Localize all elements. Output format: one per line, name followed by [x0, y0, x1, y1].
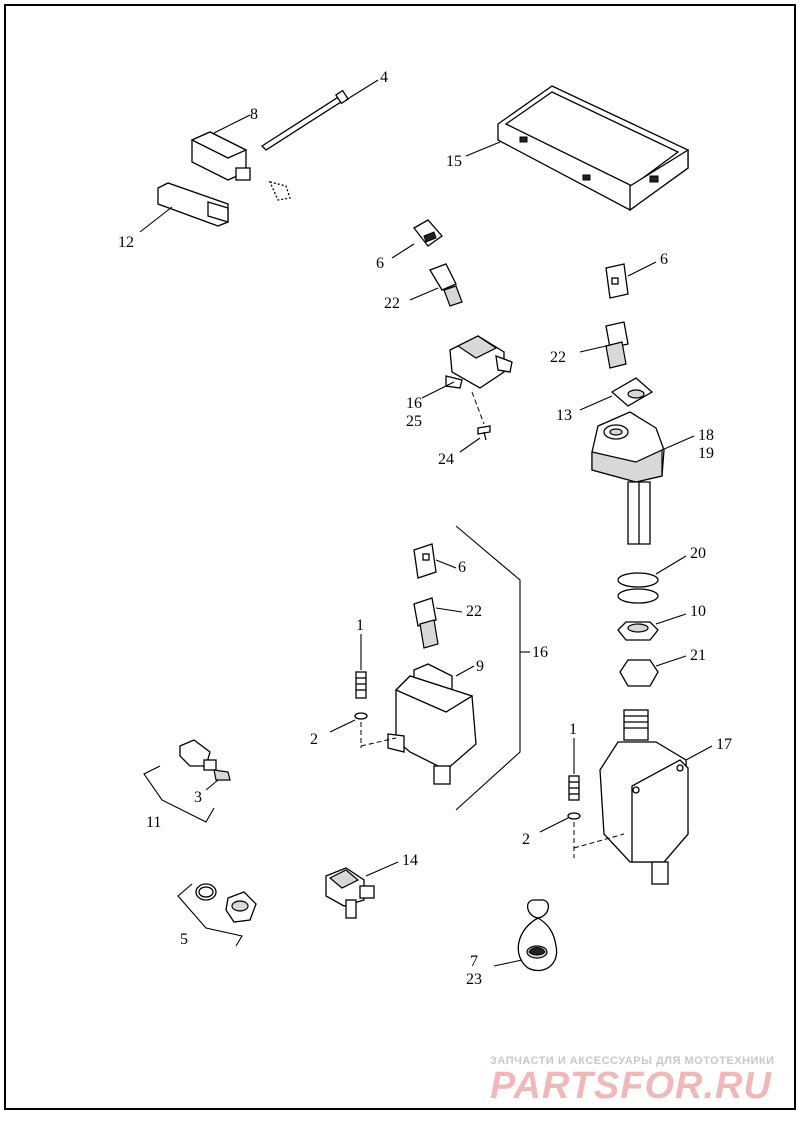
part-17-switch-body: 17	[599, 709, 732, 885]
part-6-key-tag-center: 6	[413, 543, 466, 579]
callout-25: 25	[406, 413, 422, 430]
part-1-screw-right: 1	[568, 721, 580, 801]
part-1-screw-center: 1	[355, 617, 367, 699]
part-22-key-upper: 22	[384, 263, 463, 312]
part-11-sensor: 11	[143, 739, 231, 831]
watermark: ЗАПЧАСТИ И АКСЕССУАРЫ ДЛЯ МОТОТЕХНИКИ PA…	[490, 1055, 775, 1107]
callout-6c: 6	[458, 559, 466, 576]
part-18-19-ignition-cover: 18 19	[591, 411, 714, 545]
callout-16a: 16	[406, 395, 422, 412]
callout-17: 17	[716, 736, 732, 753]
part-22-key-center: 22	[413, 597, 482, 649]
callout-1a: 1	[356, 617, 364, 634]
part-16-switch-upper: 16 25	[406, 335, 513, 430]
callout-21: 21	[690, 647, 706, 664]
watermark-subtitle: ЗАПЧАСТИ И АКСЕССУАРЫ ДЛЯ МОТОТЕХНИКИ	[490, 1055, 775, 1067]
part-5-plug-oring: 5	[177, 883, 257, 948]
part-3-terminal: 3	[194, 779, 219, 806]
diagram-border	[4, 4, 796, 1110]
callout-13: 13	[556, 407, 572, 424]
callout-7: 7	[470, 953, 478, 970]
callout-22b: 22	[550, 349, 566, 366]
part-12-connector-housing: 12	[118, 182, 229, 251]
callout-22c: 22	[466, 603, 482, 620]
callout-10: 10	[690, 603, 706, 620]
callout-11: 11	[146, 814, 161, 831]
part-9-switch-body: 9	[387, 658, 484, 785]
callout-24: 24	[438, 451, 454, 468]
part-4-cable-tie: 4	[260, 69, 388, 151]
part-8-connector: 8	[190, 106, 291, 201]
part-21-actuator: 21	[619, 647, 706, 687]
callout-5: 5	[180, 931, 188, 948]
watermark-brand: PARTSFOR.RU	[490, 1065, 772, 1107]
callout-1b: 1	[569, 721, 577, 738]
part-20-spring-rings: 20	[617, 545, 706, 604]
callout-14: 14	[402, 852, 418, 869]
callout-18: 18	[698, 427, 714, 444]
callout-12: 12	[118, 234, 134, 251]
callout-8: 8	[250, 106, 258, 123]
part-6-key-tag-right: 6	[605, 251, 668, 299]
callout-2a: 2	[310, 731, 318, 748]
part-13-plate: 13	[556, 377, 654, 424]
part-7-key-fob: 7 23	[466, 899, 558, 988]
callout-3: 3	[194, 789, 202, 806]
part-6-key-tag-upper: 6	[376, 219, 443, 272]
callout-6a: 6	[376, 255, 384, 272]
part-22-key-right: 22	[550, 321, 629, 369]
callout-2b: 2	[522, 831, 530, 848]
callout-6b: 6	[660, 251, 668, 268]
callout-9: 9	[476, 658, 484, 675]
part-24-screw: 24	[438, 425, 491, 468]
callout-19: 19	[698, 445, 714, 462]
callout-15: 15	[446, 153, 462, 170]
part-15-module: 15	[446, 85, 689, 212]
part-2-washer-center: 2	[310, 712, 397, 748]
part-2-washer-right: 2	[522, 812, 625, 858]
bracket-16: 16	[455, 525, 548, 811]
callout-16b: 16	[532, 644, 548, 661]
callout-4: 4	[380, 69, 388, 86]
callout-23: 23	[466, 971, 482, 988]
part-10-nut: 10	[617, 603, 706, 641]
callout-20: 20	[690, 545, 706, 562]
part-14-switch: 14	[325, 852, 418, 919]
callout-22a: 22	[384, 295, 400, 312]
